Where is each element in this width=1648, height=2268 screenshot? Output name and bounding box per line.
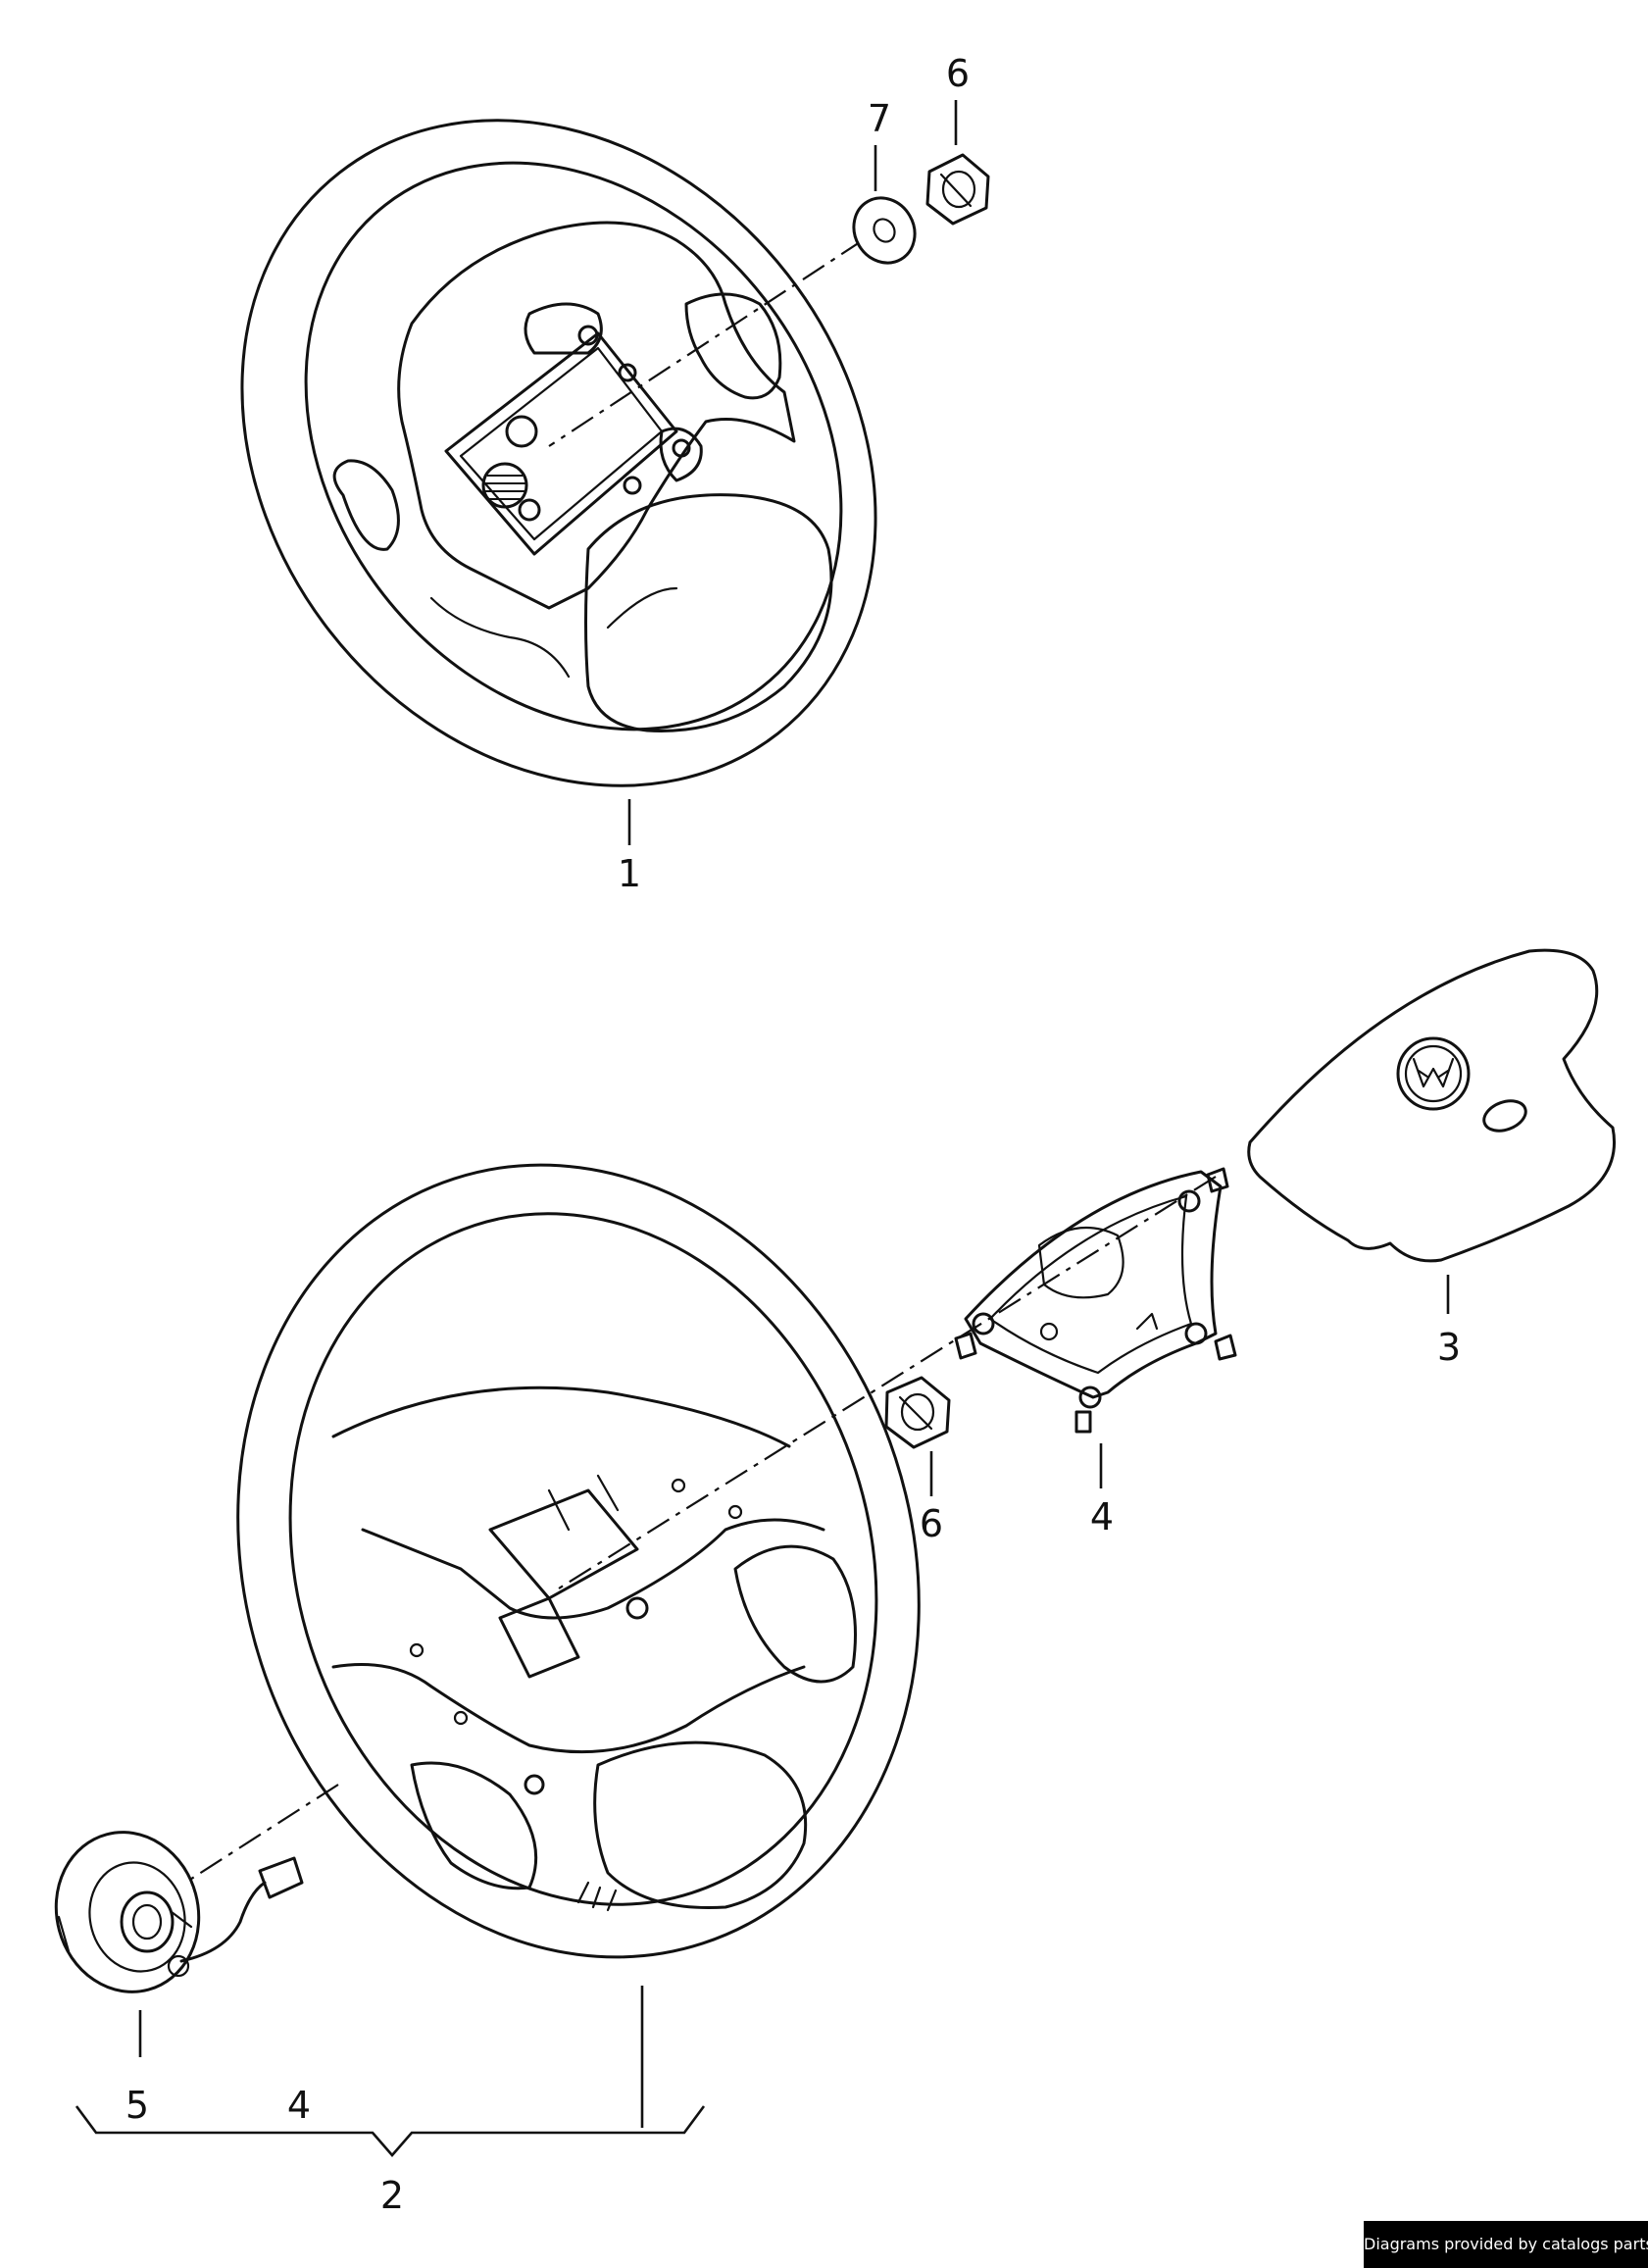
steering-wheel-bottom [236,1163,921,1959]
callout-4-frame: 4 [1090,1495,1114,1538]
axis-line-top [548,239,864,447]
nut-part-6-top [925,153,990,226]
axis-line-bottom [558,1176,1217,1589]
steering-wheel-top [240,119,877,787]
credit-banner: Diagrams provided by catalogs parts [1364,2221,1648,2268]
callout-2: 2 [380,2174,404,2217]
clock-spring-part-5 [54,1831,304,1993]
callout-1: 1 [618,852,641,895]
leader-lines [75,100,1450,2157]
washer-part-7 [852,196,917,265]
contact-frame-part-4 [954,1167,1237,1434]
callout-3: 3 [1437,1326,1461,1369]
callout-6-bottom: 6 [920,1502,943,1545]
callout-6-top: 6 [946,52,970,95]
callout-5: 5 [125,2084,149,2127]
vw-logo-icon [1396,1036,1471,1111]
nut-part-6-bottom [884,1376,951,1449]
callout-7: 7 [868,97,891,140]
airbag-unit-part-3 [1247,948,1616,1263]
callout-4-group: 4 [287,2084,311,2127]
